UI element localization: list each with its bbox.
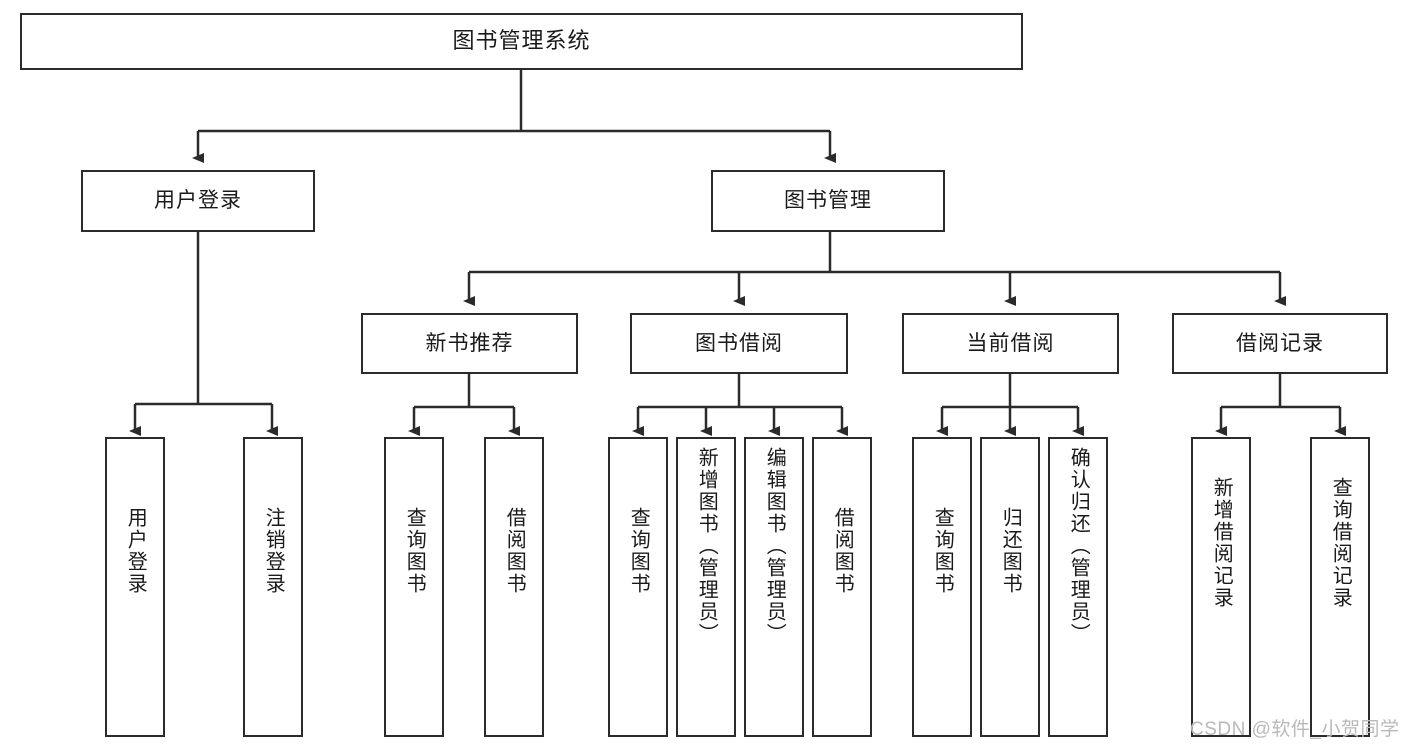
- node-new-book-recommend[interactable]: 新书推荐: [361, 313, 578, 374]
- node-label: 查询图书: [403, 507, 426, 595]
- node-label: 借阅图书: [831, 507, 854, 595]
- leaf-current-borrow-query[interactable]: 查询图书: [912, 437, 972, 737]
- node-label: 编辑图书（管理员）: [763, 447, 786, 645]
- node-root-system[interactable]: 图书管理系统: [20, 13, 1023, 70]
- node-label: 查询图书: [627, 507, 650, 595]
- node-borrow-record[interactable]: 借阅记录: [1172, 313, 1388, 374]
- node-label: 借阅图书: [503, 507, 526, 595]
- node-label: 归还图书: [999, 507, 1022, 595]
- node-label: 用户登录: [124, 507, 147, 595]
- node-book-management[interactable]: 图书管理: [711, 170, 945, 232]
- node-current-borrow[interactable]: 当前借阅: [902, 313, 1119, 374]
- node-user-login[interactable]: 用户登录: [81, 170, 315, 232]
- leaf-current-borrow-return[interactable]: 归还图书: [980, 437, 1040, 737]
- node-label: 借阅记录: [1236, 331, 1324, 355]
- node-label: 当前借阅: [966, 331, 1055, 355]
- node-label: 用户登录: [154, 189, 242, 213]
- leaf-borrow-record-query[interactable]: 查询借阅记录: [1310, 437, 1370, 737]
- node-book-borrow[interactable]: 图书借阅: [630, 313, 848, 374]
- leaf-book-borrow-edit[interactable]: 编辑图书（管理员）: [744, 437, 804, 737]
- leaf-borrow-record-add[interactable]: 新增借阅记录: [1191, 437, 1251, 737]
- leaf-current-borrow-confirm-return[interactable]: 确认归还（管理员）: [1048, 437, 1108, 737]
- leaf-book-borrow-borrow[interactable]: 借阅图书: [812, 437, 872, 737]
- node-label: 注销登录: [262, 507, 285, 595]
- node-label: 新增借阅记录: [1210, 477, 1233, 609]
- node-label: 图书管理系统: [452, 28, 591, 54]
- node-label: 确认归还（管理员）: [1067, 447, 1090, 645]
- node-label: 图书管理: [784, 189, 872, 213]
- leaf-book-borrow-add[interactable]: 新增图书（管理员）: [676, 437, 736, 737]
- node-label: 新增图书（管理员）: [695, 447, 718, 645]
- leaf-book-borrow-query[interactable]: 查询图书: [608, 437, 668, 737]
- node-label: 图书借阅: [695, 331, 783, 355]
- csdn-watermark: CSDN @软件_小贺同学: [1190, 719, 1400, 740]
- node-label: 查询借阅记录: [1329, 477, 1352, 609]
- leaf-user-login-login[interactable]: 用户登录: [105, 437, 165, 737]
- leaf-new-book-query[interactable]: 查询图书: [384, 437, 444, 737]
- node-label: 查询图书: [931, 507, 954, 595]
- leaf-new-book-borrow[interactable]: 借阅图书: [484, 437, 544, 737]
- node-label: 新书推荐: [425, 331, 514, 355]
- leaf-user-login-logout[interactable]: 注销登录: [243, 437, 303, 737]
